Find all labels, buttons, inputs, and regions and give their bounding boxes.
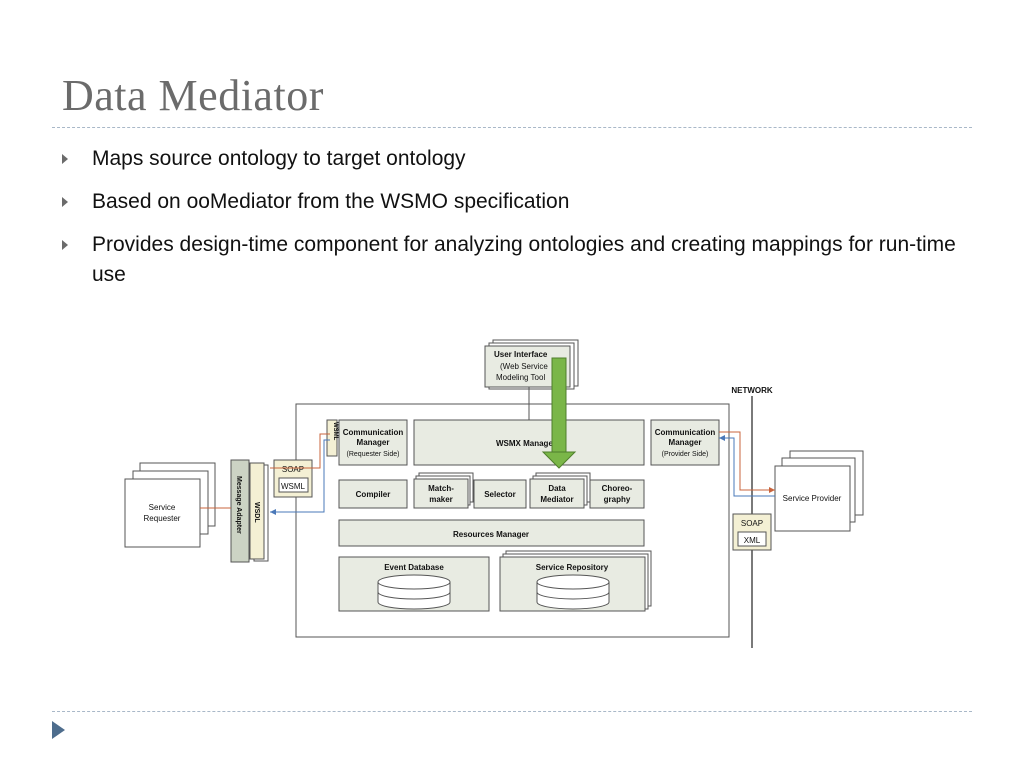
bullet-item: Based on ooMediator from the WSMO specif… — [62, 187, 972, 217]
svg-text:Service: Service — [149, 503, 176, 512]
svg-text:Compiler: Compiler — [356, 490, 391, 499]
svg-text:Resources Manager: Resources Manager — [453, 530, 529, 539]
compiler-box — [338, 479, 408, 509]
service-requester-box — [124, 478, 201, 548]
bullet-text: Provides design-time component for analy… — [92, 233, 956, 286]
repository-cylinder-icon — [536, 582, 610, 610]
svg-text:Event Database: Event Database — [384, 563, 444, 572]
svg-text:(Requester Side): (Requester Side) — [347, 451, 400, 458]
comm-manager-provider — [650, 419, 720, 466]
choreography-box — [589, 479, 645, 509]
svg-text:(Provider Side): (Provider Side) — [662, 451, 709, 458]
svg-text:XML: XML — [744, 536, 761, 545]
bullet-list: Maps source ontology to target ontology … — [62, 144, 972, 303]
matchmaker-box — [413, 478, 469, 509]
svg-text:Service Repository: Service Repository — [536, 563, 609, 572]
svg-text:Service Provider: Service Provider — [783, 494, 842, 503]
svg-text:Message Adapter: Message Adapter — [235, 476, 242, 534]
svg-text:Match-: Match- — [428, 484, 454, 493]
svg-text:WSDL: WSDL — [253, 502, 260, 523]
resources-manager-box — [338, 519, 645, 547]
wsmx-architecture-diagram: NETWORK User Interface (Web Service Mode… — [124, 339, 864, 648]
svg-text:graphy: graphy — [604, 495, 631, 504]
bullet-arrow-icon — [62, 197, 68, 207]
wsmx-manager-box — [413, 419, 645, 466]
svg-text:WSML: WSML — [281, 482, 306, 491]
svg-text:WSML: WSML — [332, 422, 338, 441]
bullet-arrow-icon — [62, 240, 68, 250]
svg-text:Mediator: Mediator — [540, 495, 573, 504]
svg-text:SOAP: SOAP — [282, 465, 304, 474]
service-provider-box — [774, 465, 851, 532]
slide-title: Data Mediator — [62, 71, 324, 120]
database-cylinder-icon — [377, 582, 451, 610]
next-slide-arrow-icon[interactable] — [52, 721, 65, 739]
bullet-item: Provides design-time component for analy… — [62, 230, 972, 290]
data-mediator-box — [529, 478, 585, 509]
svg-text:Modeling Tool: Modeling Tool — [496, 373, 545, 382]
svg-text:Communication: Communication — [655, 428, 716, 437]
highlight-arrow-shaft — [551, 357, 567, 455]
wsml-strip — [326, 419, 338, 457]
svg-text:Data: Data — [548, 484, 566, 493]
bullet-text: Based on ooMediator from the WSMO specif… — [92, 190, 570, 213]
selector-box — [473, 479, 527, 509]
bullet-text: Maps source ontology to target ontology — [92, 147, 466, 170]
bullet-item: Maps source ontology to target ontology — [62, 144, 972, 174]
svg-text:(Web Service: (Web Service — [500, 362, 548, 371]
footer-divider — [52, 711, 972, 712]
svg-text:SOAP: SOAP — [741, 519, 763, 528]
svg-text:maker: maker — [429, 495, 453, 504]
svg-text:Requester: Requester — [144, 514, 181, 523]
title-divider — [52, 127, 972, 128]
bullet-arrow-icon — [62, 154, 68, 164]
network-label: NETWORK — [731, 386, 773, 395]
user-interface-label: User Interface — [494, 350, 548, 359]
comm-manager-requester — [338, 419, 408, 466]
svg-text:Selector: Selector — [484, 490, 516, 499]
svg-text:Manager: Manager — [357, 438, 390, 447]
highlight-arrow-head — [541, 451, 577, 469]
wsmx-manager-label: WSMX Manager — [496, 439, 556, 448]
svg-text:Manager: Manager — [669, 438, 702, 447]
svg-text:Choreo-: Choreo- — [602, 484, 633, 493]
message-adapter-box — [230, 459, 250, 563]
svg-text:Communication: Communication — [343, 428, 404, 437]
